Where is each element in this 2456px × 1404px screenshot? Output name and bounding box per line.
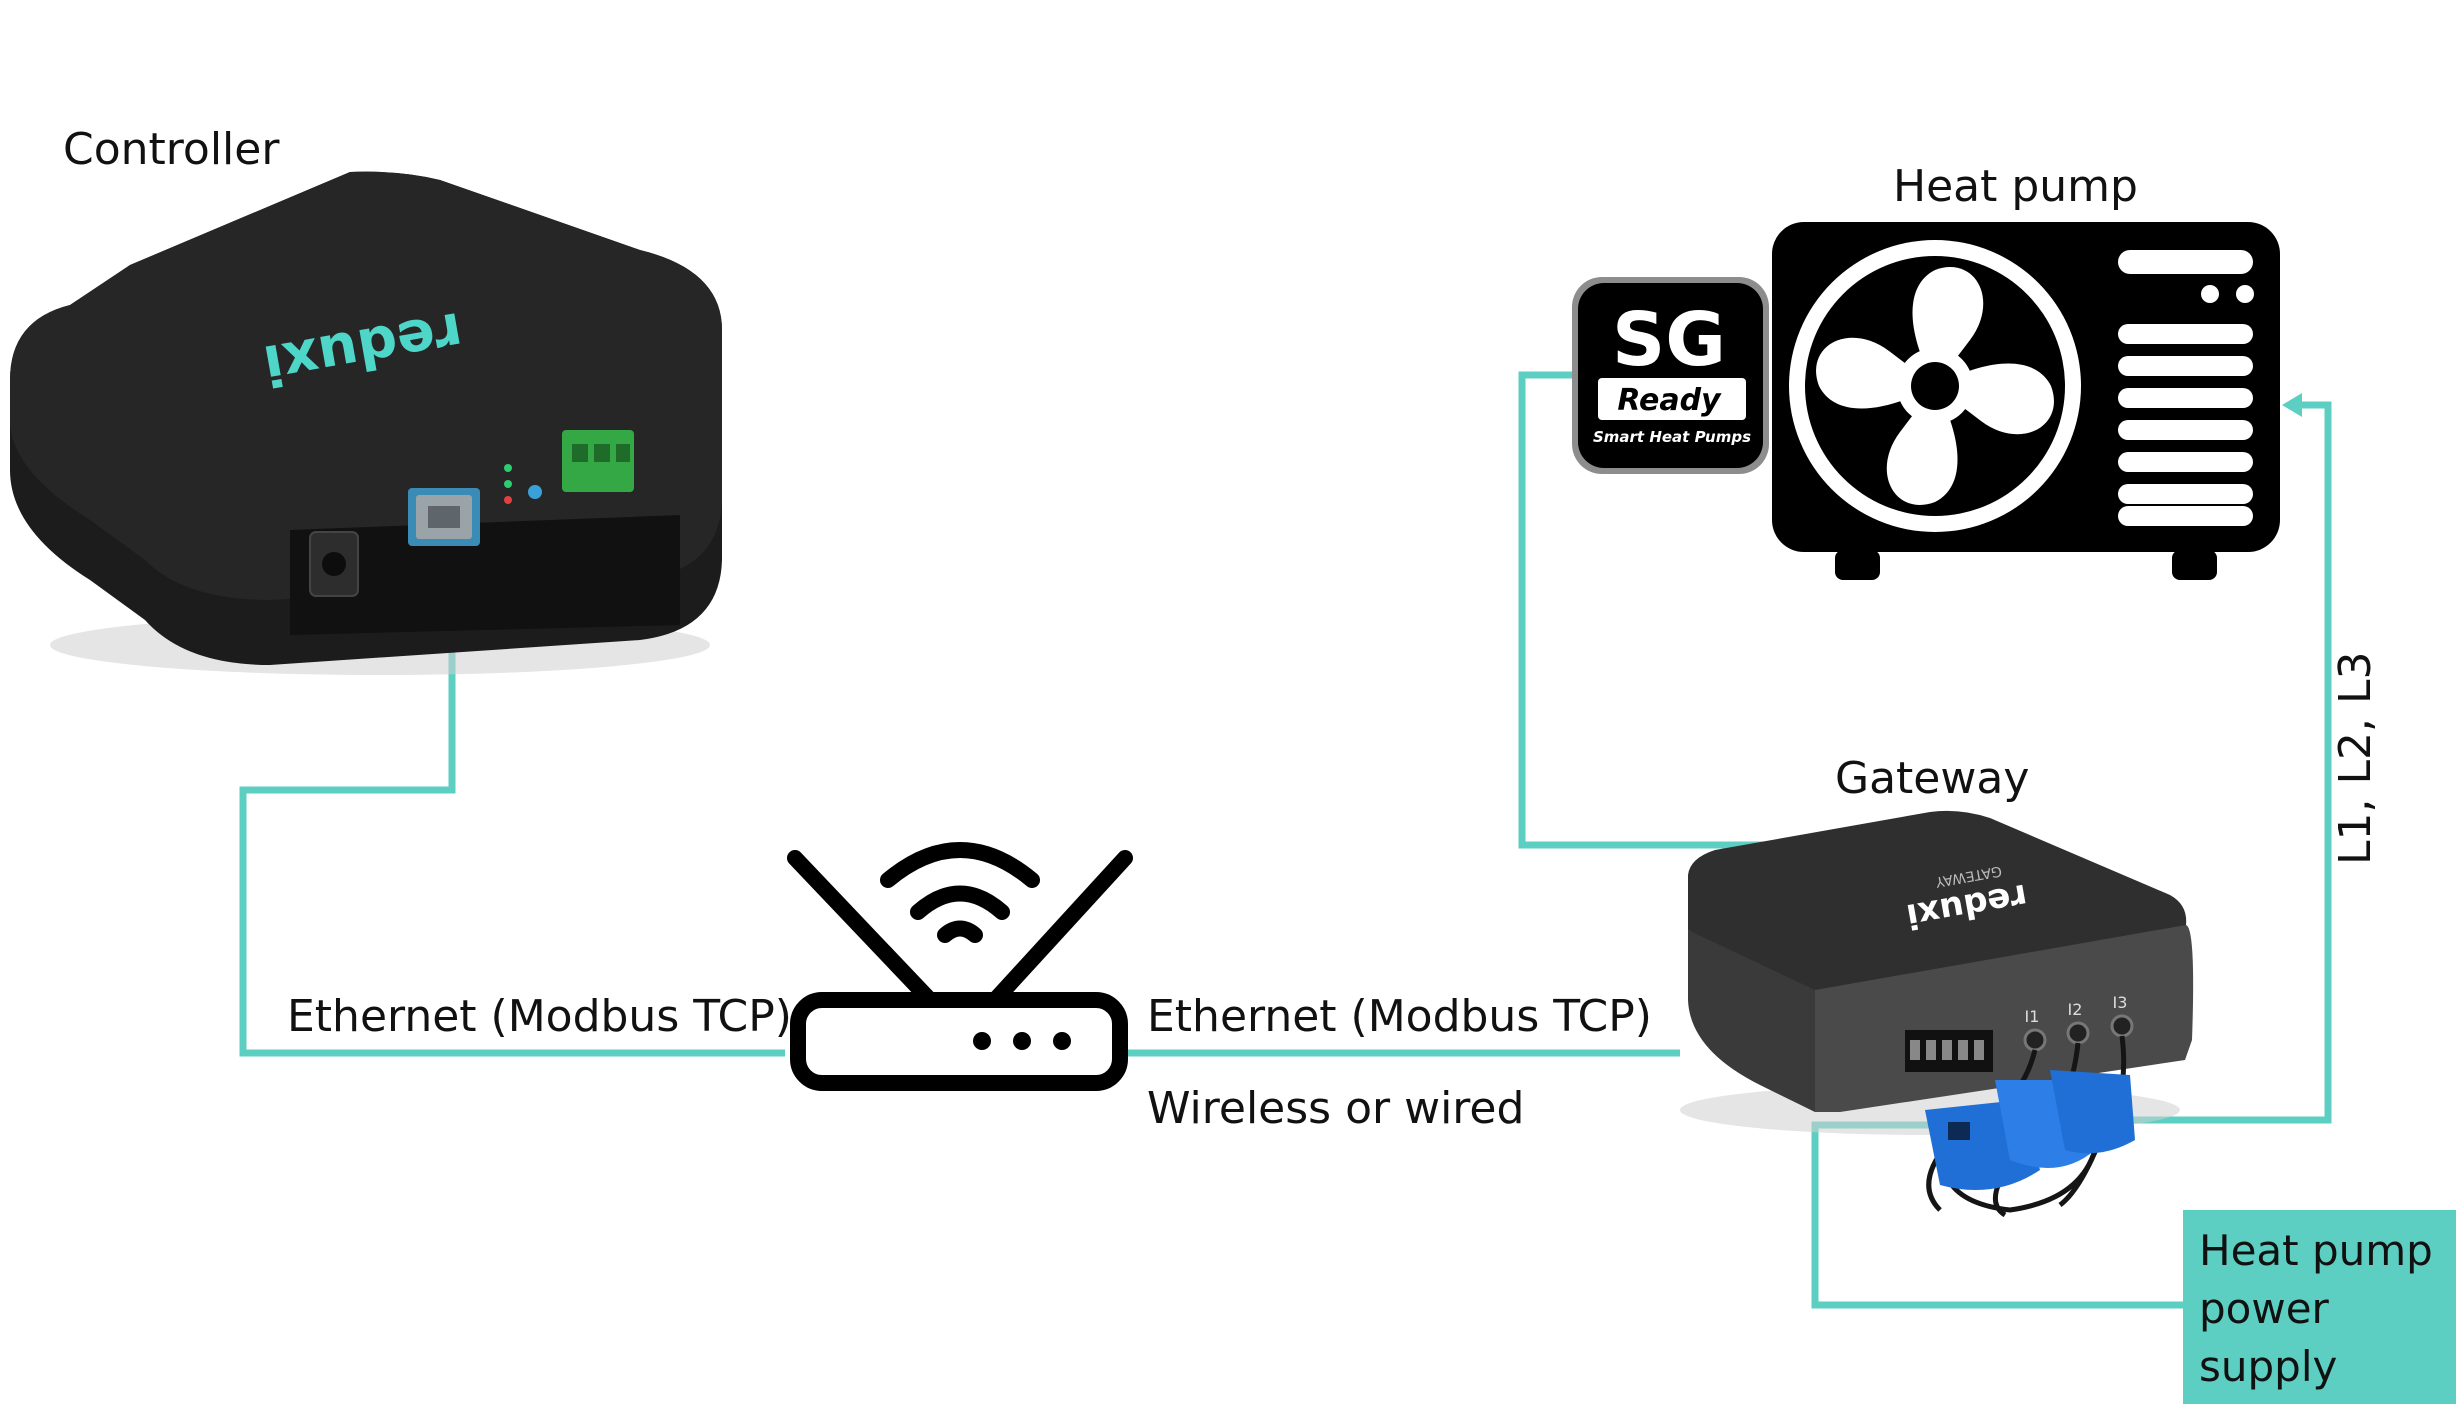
- smart-heat-pumps-text: Smart Heat Pumps: [1593, 428, 1751, 446]
- power-supply-line-2: power: [2199, 1284, 2329, 1333]
- controller-label: Controller: [63, 124, 280, 175]
- gateway-i1-label: I1: [2025, 1007, 2040, 1026]
- ethernet-left-label: Ethernet (Modbus TCP): [287, 991, 792, 1042]
- ready-text: Ready: [1617, 383, 1722, 418]
- phases-label: L1, L2, L3: [2330, 651, 2381, 865]
- heat-pump-label: Heat pump: [1893, 161, 2138, 212]
- heat-pump-icon: [1772, 222, 2280, 580]
- gateway-i3-label: I3: [2113, 993, 2128, 1012]
- gateway-i2-label: I2: [2068, 1000, 2083, 1019]
- sg-ready-badge: SG Ready Smart Heat Pumps: [1572, 277, 1769, 474]
- phases-cable: [2120, 401, 2332, 1124]
- power-supply-line-3: supply: [2199, 1342, 2338, 1391]
- sgready-gateway-cable: [1518, 371, 1800, 849]
- router-icon: [787, 842, 1133, 1091]
- power-supply-line-1: Heat pump: [2199, 1226, 2433, 1275]
- sg-text: SG: [1612, 297, 1726, 383]
- controller-device: reduxi: [10, 171, 722, 675]
- phases-arrowhead: [2282, 393, 2302, 417]
- controller-router-cable: [239, 505, 785, 1057]
- power-supply-box: Heat pump power supply: [2183, 1210, 2456, 1404]
- current-clamps: [1925, 1035, 2135, 1218]
- gateway-label: Gateway: [1835, 753, 2030, 804]
- wireless-label: Wireless or wired: [1147, 1083, 1525, 1134]
- ethernet-right-label: Ethernet (Modbus TCP): [1147, 991, 1652, 1042]
